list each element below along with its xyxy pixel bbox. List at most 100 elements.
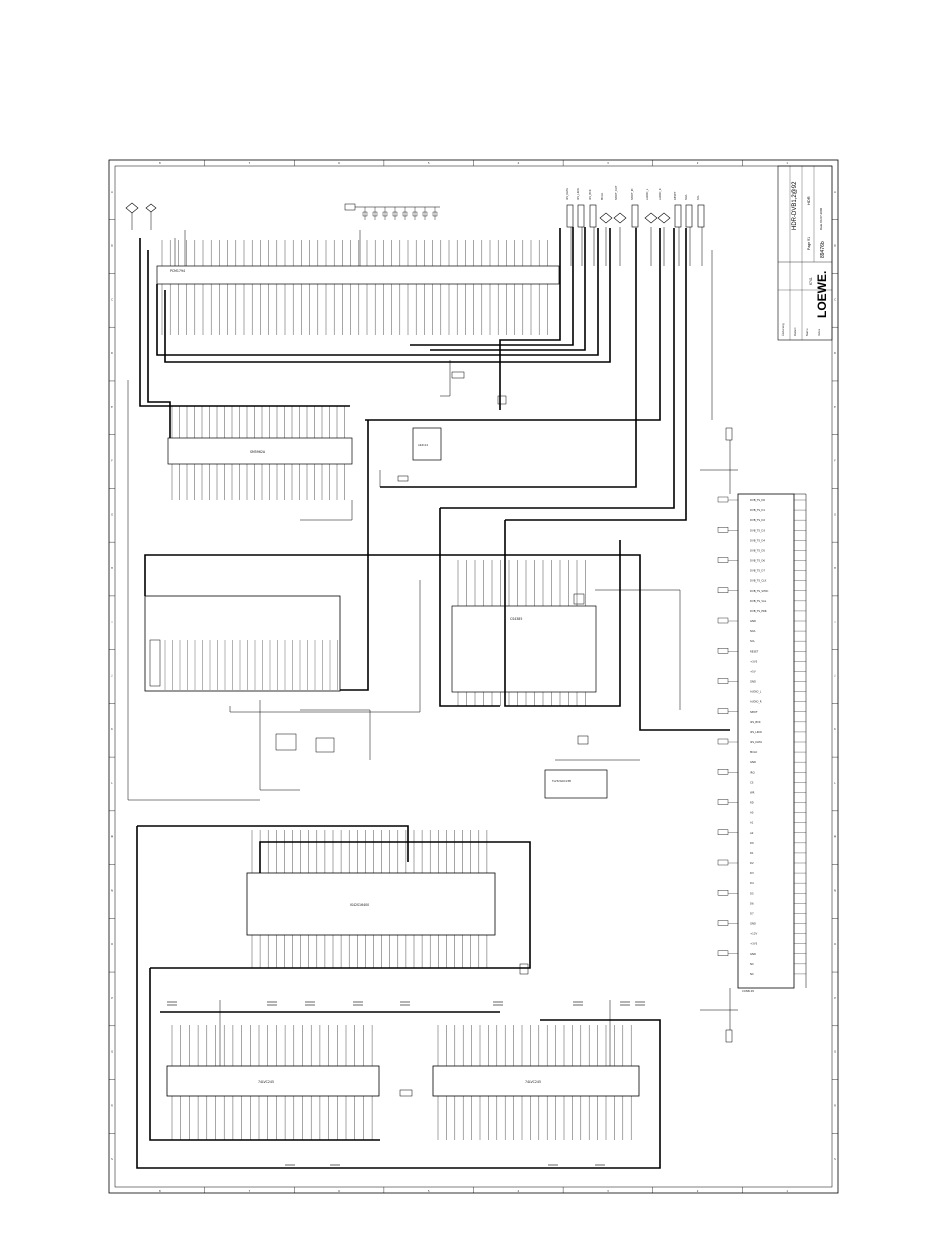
row-marker-left: O bbox=[111, 942, 113, 946]
revision-header: Name bbox=[805, 328, 809, 336]
connector-pin-label: A2 bbox=[750, 831, 754, 835]
row-marker-right: R bbox=[834, 1103, 836, 1107]
signal-wires bbox=[127, 230, 738, 1066]
connector-pin-label: MCLK bbox=[750, 750, 757, 754]
connector-pin-label: D6 bbox=[750, 901, 754, 905]
column-marker-bottom: 5 bbox=[428, 1189, 430, 1193]
row-marker-left: D bbox=[111, 351, 113, 355]
top-signal-label: I2S_DATA bbox=[565, 188, 569, 200]
ic-small-center: AK4114 bbox=[412, 427, 442, 461]
top-signal-label: SPDIF_OUT bbox=[614, 185, 618, 200]
column-marker-top: 7 bbox=[249, 161, 251, 165]
ic-buffer-right: 74LVC245 bbox=[432, 1025, 640, 1140]
column-marker-bottom: 4 bbox=[517, 1189, 519, 1193]
connector-pin-label: A0 bbox=[750, 811, 754, 815]
ic-memory: IS42S16400 bbox=[246, 830, 496, 968]
connector-pin-label: DVB_TS_CLK bbox=[750, 579, 767, 583]
top-signal-label: MCLK bbox=[600, 193, 604, 200]
connector-pin-label: DVB_TS_D5 bbox=[750, 548, 765, 552]
ic-top: PCM1794 bbox=[156, 240, 560, 335]
connector-pin-label: GND bbox=[750, 760, 756, 764]
row-marker-left: E bbox=[111, 405, 113, 409]
row-marker-right: N bbox=[834, 888, 836, 892]
column-marker-top: 5 bbox=[428, 161, 430, 165]
row-marker-right: S bbox=[834, 1157, 836, 1161]
row-marker-left: C bbox=[111, 297, 113, 301]
connector-pin-label: D2 bbox=[750, 861, 754, 865]
row-marker-right: M bbox=[834, 835, 836, 839]
connector-pin-label: +12V bbox=[750, 932, 757, 936]
connector-pin-label: DVB_TS_D7 bbox=[750, 569, 765, 573]
connector-pin-label: D0 bbox=[750, 841, 754, 845]
row-marker-right: L bbox=[834, 781, 836, 785]
connector-pin-label: GND bbox=[750, 619, 756, 623]
row-marker-right: B bbox=[834, 244, 836, 248]
column-marker-bottom: 7 bbox=[249, 1189, 251, 1193]
row-marker-left: L bbox=[111, 781, 113, 785]
connector-pin-label: I2S_DATA bbox=[750, 740, 762, 744]
ic-mid-right-label: CS4385 bbox=[510, 617, 522, 621]
row-marker-right: K bbox=[834, 727, 836, 731]
row-marker-left: H bbox=[111, 566, 113, 570]
row-marker-right: I bbox=[835, 620, 836, 624]
connector-pin-label: CS bbox=[750, 780, 754, 784]
connector-pin-label: +5V bbox=[750, 669, 756, 673]
column-marker-top: 4 bbox=[517, 161, 519, 165]
row-marker-right: Q bbox=[834, 1050, 836, 1054]
page-label: Page 91 bbox=[807, 237, 811, 250]
connector-pin-label: D5 bbox=[750, 891, 754, 895]
top-signal-label: SCL bbox=[696, 195, 700, 200]
row-marker-left: G bbox=[111, 512, 113, 516]
connector-pin-label: DVB_TS_ERR bbox=[750, 609, 767, 613]
connector-right: CONN 48 DVB_TS_D0DVB_TS_D1DVB_TS_D2DVB_T… bbox=[717, 493, 807, 993]
connector-pin-label: A1 bbox=[750, 821, 754, 825]
row-marker-left: I bbox=[112, 620, 113, 624]
ic-buffer-left-label: 74LVC245 bbox=[258, 1080, 274, 1084]
column-marker-bottom: 8 bbox=[159, 1189, 161, 1193]
drawing-subtitle: HDR bbox=[806, 196, 811, 205]
row-marker-right: J bbox=[834, 674, 836, 678]
row-marker-right: A bbox=[834, 190, 836, 194]
column-marker-top: 2 bbox=[697, 161, 699, 165]
ic-mid-left-label: SM5962A bbox=[250, 450, 266, 454]
revision-header: Index bbox=[817, 328, 821, 336]
column-marker-bottom: 6 bbox=[338, 1189, 340, 1193]
top-signal-label: AUDIO_R bbox=[658, 188, 662, 200]
connector-pin-label: DVB_TS_D0 bbox=[750, 498, 765, 502]
row-marker-right: H bbox=[834, 566, 836, 570]
connector-pin-label: AUDIO_R bbox=[750, 700, 762, 704]
loewe-logo: LOEWE. bbox=[815, 271, 829, 318]
row-marker-left: M bbox=[111, 835, 113, 839]
row-marker-right: P bbox=[834, 996, 836, 1000]
ic-processor-left bbox=[144, 595, 341, 692]
connector-pin-label: I2S_LRCK bbox=[750, 730, 762, 734]
connector-pin-label: DVB_TS_D3 bbox=[750, 528, 765, 532]
row-marker-left: N bbox=[111, 888, 113, 892]
column-marker-top: 6 bbox=[338, 161, 340, 165]
sheet-number: 6741 bbox=[809, 277, 813, 285]
revision-header: Datum bbox=[793, 327, 797, 336]
ic-top-label: PCM1794 bbox=[170, 269, 185, 273]
connector-pin-label: GND bbox=[750, 680, 756, 684]
top-signal-label: RESET bbox=[673, 191, 677, 200]
connector-right-label: CONN 48 bbox=[742, 989, 754, 993]
connector-pin-label: DVB_TS_D6 bbox=[750, 559, 765, 563]
connector-pin-label: D1 bbox=[750, 851, 754, 855]
connector-pin-label: GND bbox=[750, 922, 756, 926]
ic-buffer-left: 74LVC245 bbox=[166, 1025, 380, 1140]
connector-pin-label: AUDIO_L bbox=[750, 690, 762, 694]
connector-pin-label: +3V3 bbox=[750, 659, 758, 663]
connector-pin-label: NC bbox=[750, 962, 754, 966]
column-marker-bottom: 1 bbox=[786, 1189, 788, 1193]
ic-mid-right: CS4385 bbox=[451, 560, 597, 706]
ic-buffer-right-label: 74LVC245 bbox=[525, 1080, 541, 1084]
connector-pin-label: D4 bbox=[750, 881, 754, 885]
misc-components bbox=[275, 371, 733, 1097]
connector-pin-label: DVB_TS_D2 bbox=[750, 518, 765, 522]
row-marker-right: O bbox=[834, 942, 836, 946]
